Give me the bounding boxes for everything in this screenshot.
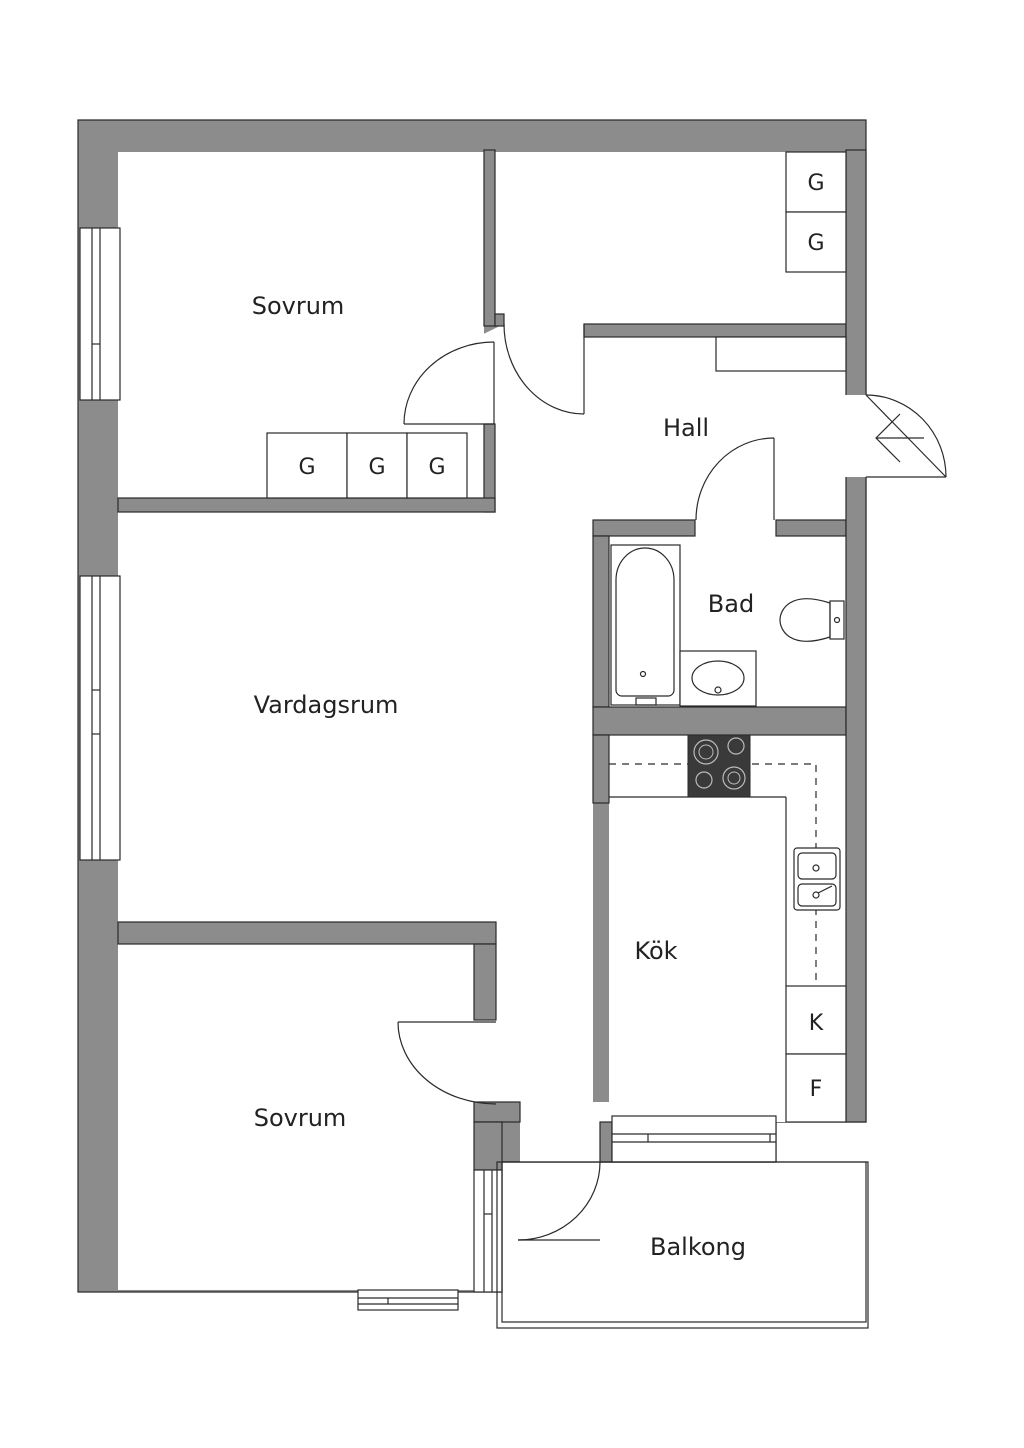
room-label-bad: Bad <box>708 590 754 618</box>
fridge-freezer: K F <box>785 985 847 1123</box>
stove-icon <box>687 734 751 798</box>
room-label-sovrum-top: Sovrum <box>252 292 345 320</box>
toilet-icon <box>779 598 845 642</box>
fridge-label: K <box>809 1011 824 1036</box>
wardrobe-label: G <box>807 171 824 196</box>
room-label-sovrum-bottom: Sovrum <box>254 1104 347 1132</box>
wardrobe-label: G <box>298 455 315 480</box>
room-label-kok: Kök <box>634 937 677 965</box>
room-labels: Sovrum Hall Bad Vardagsrum Kök Sovrum Ba… <box>252 292 754 1261</box>
entry-opening <box>844 395 868 477</box>
wardrobe-label: G <box>807 231 824 256</box>
room-label-hall: Hall <box>663 414 709 442</box>
freezer-label: F <box>810 1077 823 1102</box>
room-label-vardagsrum: Vardagsrum <box>254 691 399 719</box>
bathtub-icon <box>610 544 681 706</box>
wardrobe-label: G <box>428 455 445 480</box>
kitchen-sink-icon <box>793 847 841 911</box>
wardrobes-top-right: G G <box>785 151 847 273</box>
entry-arrow-icon <box>875 413 924 463</box>
balcony <box>496 1161 869 1329</box>
wardrobes-bedroom: G G G <box>266 432 468 499</box>
doors <box>397 323 947 1241</box>
interior-walls <box>117 149 867 1171</box>
hall-shelf <box>715 336 847 372</box>
sink-icon <box>679 650 757 707</box>
windows <box>79 227 777 1311</box>
wardrobe-label: G <box>368 455 385 480</box>
room-label-balkong: Balkong <box>650 1233 746 1261</box>
